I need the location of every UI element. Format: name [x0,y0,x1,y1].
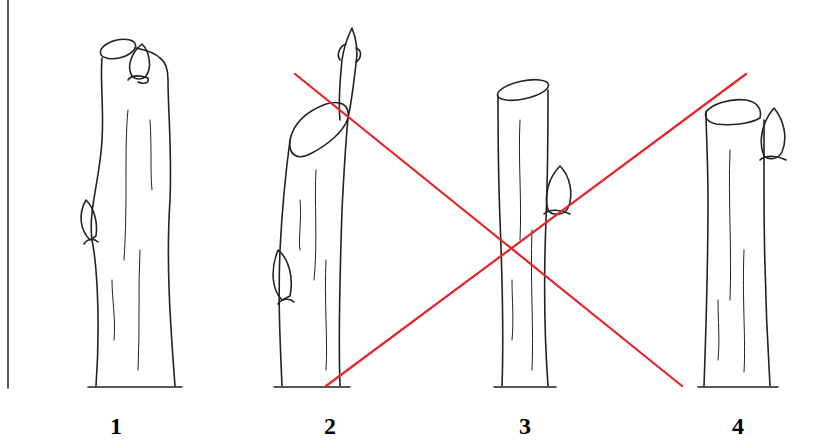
ground-line [494,386,556,388]
ground-line [88,386,182,388]
stem-cut-correct [81,36,182,387]
stem-outline [91,58,102,386]
stem-outline [545,90,548,386]
callout-number: 2 [310,412,350,440]
border-line [7,0,9,388]
bud [81,200,96,240]
stem-tip [339,28,357,120]
bud [130,44,150,79]
callout-number: 1 [96,412,136,440]
stem-outline [160,58,175,386]
stem-outline [279,140,290,386]
cut-surface [705,100,760,125]
bud-scale [278,299,294,304]
stem-outline [764,120,770,386]
bud-scale [128,76,148,83]
bark-line [718,150,745,372]
cross-line [295,74,682,386]
ground-line [274,386,350,388]
bud-scale [338,44,360,62]
cross-line [326,74,746,386]
callout-number: 4 [718,412,758,440]
stem-outline [339,118,348,386]
stem-outline [704,112,708,386]
stem-cut-wrong [273,28,360,387]
stem-cut-wrong [698,100,786,387]
ground-line [698,386,778,388]
cut-surface [496,76,551,104]
bark-line [299,170,326,370]
bark-line [112,110,152,370]
bud [273,250,291,300]
bud-scale [84,239,98,244]
bud-scale [760,156,786,160]
bud [761,108,785,159]
callout-number: 3 [505,412,545,440]
